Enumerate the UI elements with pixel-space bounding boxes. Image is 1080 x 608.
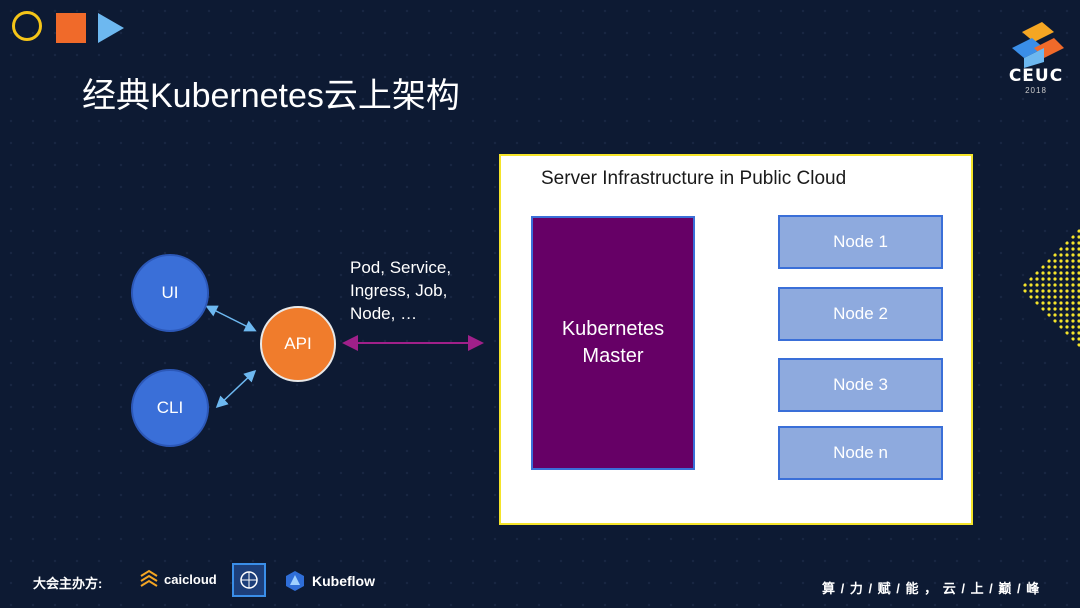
event-slogan: 算 / 力 / 赋 / 能 ， 云 / 上 / 巅 / 峰 xyxy=(822,581,1041,596)
ui-api-arrow xyxy=(205,305,257,332)
slide-title: 经典Kubernetes云上架构 xyxy=(82,77,460,115)
resources-line: Pod, Service, xyxy=(350,258,452,277)
node-box: Node 3 xyxy=(778,358,943,412)
kubernetes-master-box: Kubernetes Master xyxy=(531,216,695,470)
ui-client-node: UI xyxy=(131,254,209,332)
resources-line: Node, … xyxy=(350,304,418,323)
node-box: Node n xyxy=(778,426,943,480)
kubeflow-logo-icon xyxy=(286,571,304,591)
community-badge-icon xyxy=(232,563,266,597)
cli-client-node: CLI xyxy=(131,369,209,447)
ceuc-logo-icon xyxy=(1012,22,1064,68)
blue-play-triangle-icon xyxy=(98,13,124,43)
kubeflow-name: Kubeflow xyxy=(312,573,375,589)
node-box: Node 1 xyxy=(778,215,943,269)
public-cloud-title: Server Infrastructure in Public Cloud xyxy=(541,168,847,189)
api-node: API xyxy=(260,306,336,382)
cli-api-arrow xyxy=(215,369,257,409)
resources-label: Pod, Service, Ingress, Job, Node, … xyxy=(350,256,451,325)
caicloud-sponsor: caicloud xyxy=(138,568,217,590)
orange-square-icon xyxy=(56,13,86,43)
caicloud-logo-icon xyxy=(140,569,158,587)
caicloud-name: caicloud xyxy=(164,571,217,587)
yellow-circle-icon xyxy=(12,11,42,41)
dotted-diamond-decoration xyxy=(1020,228,1080,348)
master-label-line: Kubernetes xyxy=(561,318,665,340)
sponsor-label: 大会主办方: xyxy=(33,576,103,591)
resources-line: Ingress, Job, xyxy=(350,281,448,300)
kubeflow-sponsor: Kubeflow xyxy=(283,569,375,593)
event-year: 2018 xyxy=(1025,86,1047,95)
event-name: CEUC xyxy=(1008,66,1064,86)
node-box: Node 2 xyxy=(778,287,943,341)
master-label-line: Master xyxy=(582,345,644,367)
